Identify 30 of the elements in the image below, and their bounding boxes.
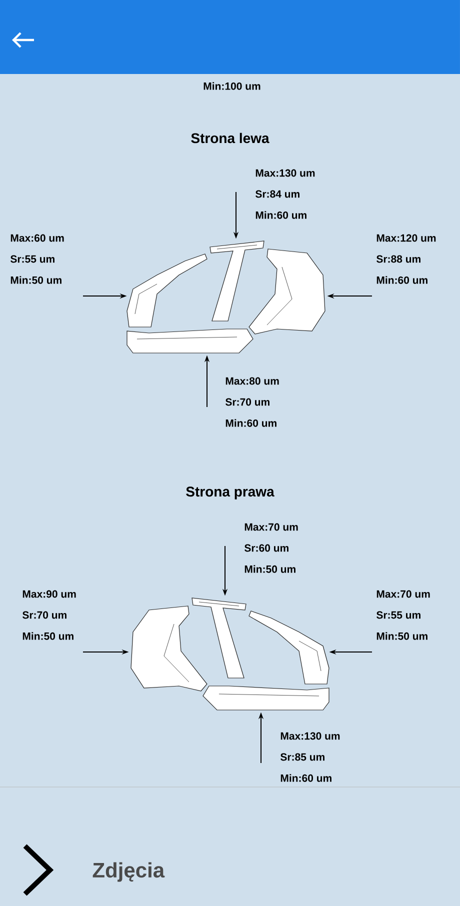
measurement-text: Sr:55 um [376,611,420,619]
measurement-text: Min:50 um [244,565,296,573]
measurement-text: Min:100 um [204,82,260,90]
measurement-text: Sr:70 um [226,398,270,406]
measurement-text: Sr:60 um [244,544,288,552]
measurement-text: Min:60 um [280,774,332,782]
section-heading: Strona lewa [191,132,270,144]
measurement-text: Sr:85 um [280,753,324,761]
measurement-text: Sr:70 um [22,611,66,619]
car-body-drawing [126,240,326,354]
measurement-text: Min:60 um [256,211,306,219]
measurement-text: Min:50 um [10,276,62,284]
menu-link: Zdjęcia [92,862,165,882]
measurement-text: Min:50 um [376,632,428,640]
measurement-text: Max:70 um [376,590,430,598]
measurement-text: Max:90 um [22,590,76,598]
measurement-text: Max:70 um [244,523,298,531]
measurement-text: Sr:84 um [256,190,300,198]
car-body-drawing [130,598,330,710]
measurement-text: Sr:55 um [10,255,54,263]
measurement-text: Min:60 um [226,419,276,427]
section-heading: Strona prawa [186,486,274,500]
measurement-text: Min:50 um [22,632,74,640]
measurement-text: Max:130 um [256,169,315,177]
measurement-text: Max:120 um [376,234,436,242]
measurement-text: Max:130 um [280,732,340,740]
measurement-text: Max:60 um [10,234,64,242]
measurement-text: Max:80 um [226,377,279,385]
measurement-text: Min:60 um [376,276,428,284]
measurement-text: Sr:88 um [376,255,420,263]
